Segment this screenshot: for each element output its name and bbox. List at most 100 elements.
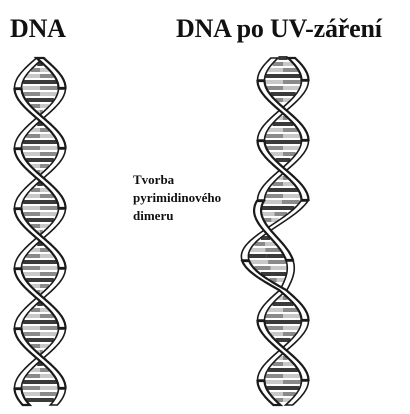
base-pair <box>250 260 268 264</box>
base-pair <box>40 200 57 204</box>
base-pair <box>40 320 57 324</box>
base-pair <box>23 332 40 336</box>
base-pair <box>283 68 298 72</box>
base-pair <box>283 74 300 78</box>
base-pair <box>283 80 301 84</box>
base-pair <box>254 266 270 270</box>
normal-dna-helix <box>15 58 66 405</box>
base-pair <box>26 278 40 282</box>
right-panel-title: DNA po UV-záření <box>176 14 382 44</box>
base-pair <box>40 392 57 396</box>
annotation-line-2: pyrimidinového <box>133 189 273 207</box>
base-pair <box>267 146 283 150</box>
base-pair <box>40 74 54 78</box>
base-pair <box>249 254 266 258</box>
base-pair <box>26 158 40 162</box>
base-pair <box>283 92 296 96</box>
base-pair <box>40 374 54 378</box>
base-pair <box>267 86 283 90</box>
base-pair <box>40 338 54 342</box>
base-pair <box>23 380 40 384</box>
base-pair <box>26 218 40 222</box>
base-pair <box>40 92 57 96</box>
base-pair <box>283 380 301 384</box>
base-pair-rungs <box>249 56 301 402</box>
base-pair <box>23 260 40 264</box>
base-pair <box>267 386 283 390</box>
base-pair <box>265 320 283 324</box>
base-pair <box>40 398 54 402</box>
backbone-strand <box>15 389 30 405</box>
base-pair <box>26 398 40 402</box>
base-pair <box>40 212 57 216</box>
base-pair <box>26 314 40 318</box>
base-pair <box>40 146 58 150</box>
base-pair <box>265 140 283 144</box>
base-pair <box>270 266 286 270</box>
backbone-strand <box>50 389 65 405</box>
pyrimidine-dimer-label: Tvorba pyrimidinového dimeru <box>133 171 273 225</box>
base-pair <box>40 386 58 390</box>
base-pair <box>23 200 40 204</box>
base-pair <box>40 326 58 330</box>
base-pair <box>40 380 57 384</box>
base-pair <box>26 338 40 342</box>
base-pair <box>273 272 286 276</box>
backbone-strands <box>241 58 308 405</box>
base-pair <box>40 254 54 258</box>
base-pair <box>282 200 300 204</box>
base-pair <box>26 98 40 102</box>
base-pair <box>23 152 40 156</box>
base-pair <box>23 140 40 144</box>
base-pair <box>268 368 283 372</box>
base-pair <box>268 128 283 132</box>
base-pair <box>22 386 40 390</box>
base-pair <box>278 56 283 60</box>
base-pair <box>40 194 54 198</box>
base-pair <box>283 392 296 396</box>
base-pair <box>40 272 57 276</box>
base-pair <box>283 368 298 372</box>
base-pair <box>23 92 40 96</box>
base-pair <box>40 278 54 282</box>
base-pair <box>26 194 40 198</box>
base-pair <box>40 152 57 156</box>
base-pair <box>283 326 299 330</box>
base-pair <box>23 80 40 84</box>
annotation-line-3: dimeru <box>133 207 273 225</box>
base-pair <box>40 260 57 264</box>
base-pair <box>40 134 54 138</box>
annotation-line-1: Tvorba <box>133 171 273 189</box>
base-pair <box>266 314 283 318</box>
base-pair <box>266 254 283 258</box>
base-pair <box>283 134 300 138</box>
base-pair <box>283 314 300 318</box>
base-pair <box>22 326 40 330</box>
base-pair <box>277 278 284 282</box>
base-pair <box>283 86 299 90</box>
base-pair <box>40 332 57 336</box>
base-pair <box>40 218 54 222</box>
base-pair <box>40 98 54 102</box>
left-panel-title: DNA <box>10 14 66 44</box>
base-pair <box>22 146 40 150</box>
base-pair <box>268 68 283 72</box>
base-pair <box>283 386 299 390</box>
base-pair <box>265 380 283 384</box>
base-pair <box>266 74 283 78</box>
base-pair <box>283 374 300 378</box>
base-pair <box>278 206 294 210</box>
base-pair <box>40 86 58 90</box>
base-pair <box>40 158 54 162</box>
base-pair <box>283 152 296 156</box>
base-pair <box>40 80 57 84</box>
base-pair <box>22 206 40 210</box>
base-pair <box>40 140 57 144</box>
base-pair <box>26 374 40 378</box>
base-pair <box>250 248 265 252</box>
base-pair <box>266 374 283 378</box>
base-pair <box>40 314 54 318</box>
base-pair <box>40 266 58 270</box>
base-pair <box>26 254 40 258</box>
